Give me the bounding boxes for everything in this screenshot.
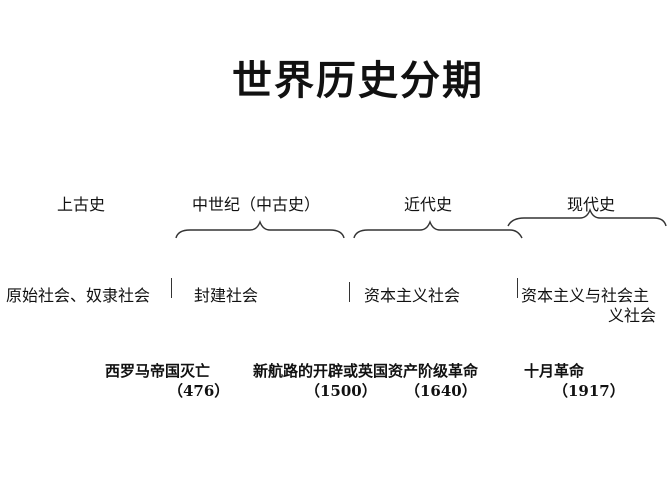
separator-line (171, 278, 172, 298)
era-modern-history: 近代史 (404, 195, 453, 214)
event-year-1640: （1640） (405, 382, 477, 400)
separator-line (517, 278, 518, 298)
society-primitive-slave: 原始社会、奴隶社会 (6, 286, 151, 305)
era-contemporary-history: 现代史 (567, 195, 616, 214)
society-feudal: 封建社会 (194, 286, 259, 305)
era-braces (175, 208, 667, 239)
separator-line (349, 282, 350, 302)
event-year-1500: （1500） (305, 382, 377, 400)
event-year-476: （476） (168, 382, 230, 400)
brace-contemporary (507, 208, 667, 227)
event-october-revolution: 十月革命 (524, 362, 585, 380)
page-title: 世界历史分期 (232, 57, 484, 104)
society-capitalist-socialist-line2: 义社会 (608, 306, 657, 325)
event-new-routes-or-english-revolution: 新航路的开辟或英国资产阶级革命 (253, 362, 479, 380)
era-medieval-history: 中世纪（中古史） (192, 195, 321, 214)
brace-modern (353, 220, 523, 239)
era-ancient-history: 上古史 (57, 195, 106, 214)
event-year-1917: （1917） (553, 382, 625, 400)
society-capitalist: 资本主义社会 (364, 286, 461, 305)
society-capitalist-socialist-line1: 资本主义与社会主 (521, 286, 650, 305)
event-fall-of-western-rome: 西罗马帝国灭亡 (105, 362, 211, 380)
brace-medieval (175, 220, 345, 239)
